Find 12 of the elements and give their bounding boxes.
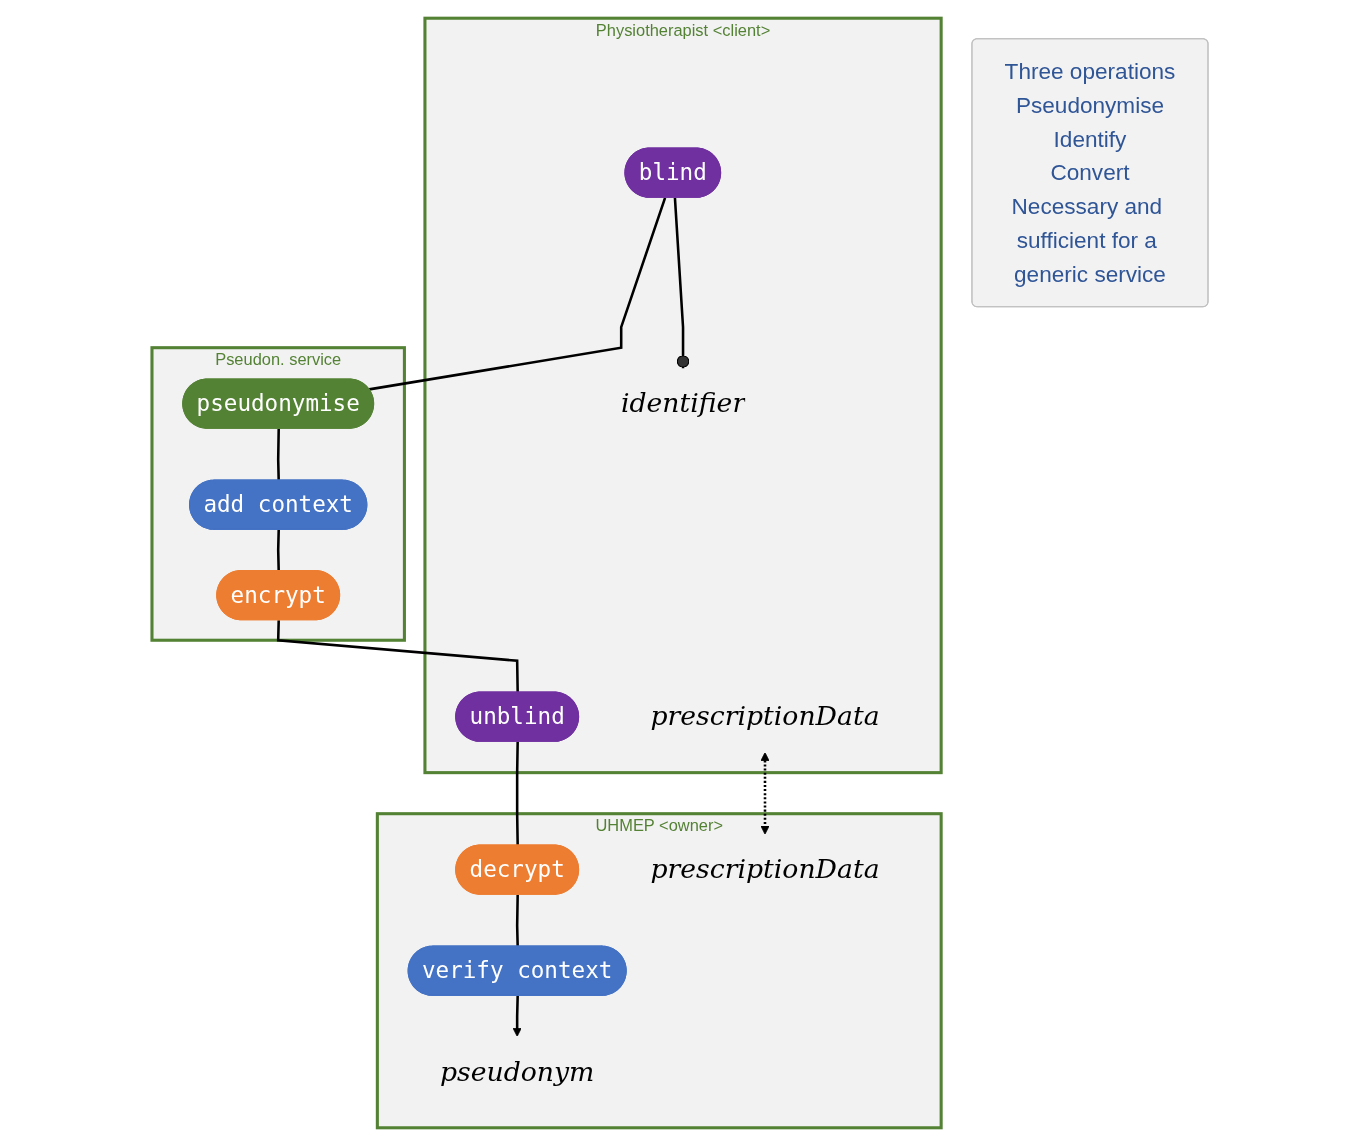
connector [369,197,667,391]
connector [276,620,519,693]
connector [276,428,280,481]
connector [276,529,280,571]
connector [515,894,519,947]
connector [515,741,519,846]
node-text: prescriptionData [650,853,880,885]
arrow [512,995,522,1037]
arrow [760,752,770,835]
node-text: prescriptionData [650,700,880,732]
connector [673,197,690,369]
node-text: pseudonym [439,1055,595,1087]
